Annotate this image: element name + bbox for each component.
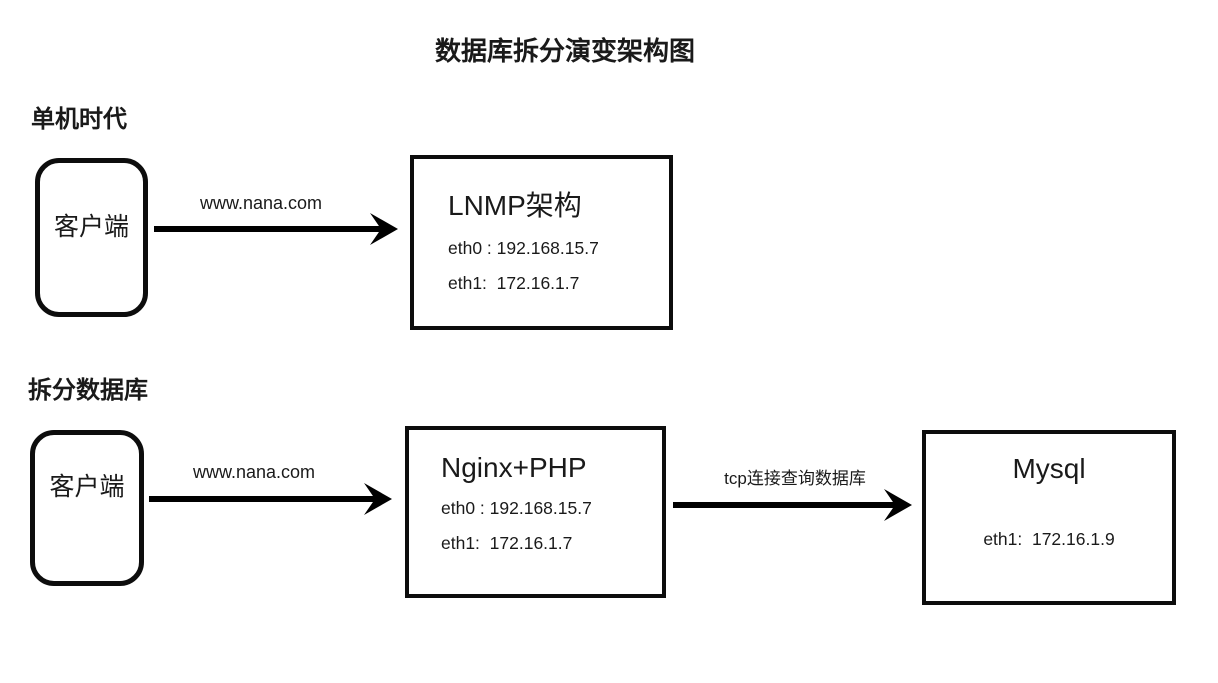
client-node-2-label: 客户端 xyxy=(49,473,125,501)
request-link-2-label: www.nana.com xyxy=(192,462,316,482)
mysql-database-node: Mysql eth1: 172.16.1.9 xyxy=(922,430,1176,605)
db-link-label: tcp连接查询数据库 xyxy=(724,469,866,488)
client-node-2: 客户端 xyxy=(30,430,144,586)
lnmp-eth1-address: eth1: 172.16.1.7 xyxy=(448,273,580,293)
client-node-1: 客户端 xyxy=(35,158,148,317)
section-heading-standalone-era: 单机时代 xyxy=(31,106,127,133)
arrow-client-to-nginx xyxy=(149,483,392,515)
request-link-1-label: www.nana.com xyxy=(199,193,323,213)
lnmp-eth0-address: eth0 : 192.168.15.7 xyxy=(448,238,599,258)
lnmp-server-node: LNMP架构 eth0 : 192.168.15.7 eth1: 172.16.… xyxy=(410,155,673,330)
nginx-eth1-address: eth1: 172.16.1.7 xyxy=(441,533,573,553)
client-node-1-label: 客户端 xyxy=(53,213,129,241)
arrow-nginx-to-mysql xyxy=(673,489,912,521)
lnmp-server-title: LNMP架构 xyxy=(448,190,582,221)
nginx-eth0-address: eth0 : 192.168.15.7 xyxy=(441,498,592,518)
section-heading-split-database: 拆分数据库 xyxy=(28,377,148,404)
arrow-client-to-lnmp xyxy=(154,213,398,245)
nginx-php-server-title: Nginx+PHP xyxy=(441,452,587,483)
diagram-title: 数据库拆分演变架构图 xyxy=(434,36,696,66)
mysql-eth1-address: eth1: 172.16.1.9 xyxy=(983,529,1115,549)
mysql-database-title: Mysql xyxy=(1012,453,1086,484)
nginx-php-server-node: Nginx+PHP eth0 : 192.168.15.7 eth1: 172.… xyxy=(405,426,666,598)
